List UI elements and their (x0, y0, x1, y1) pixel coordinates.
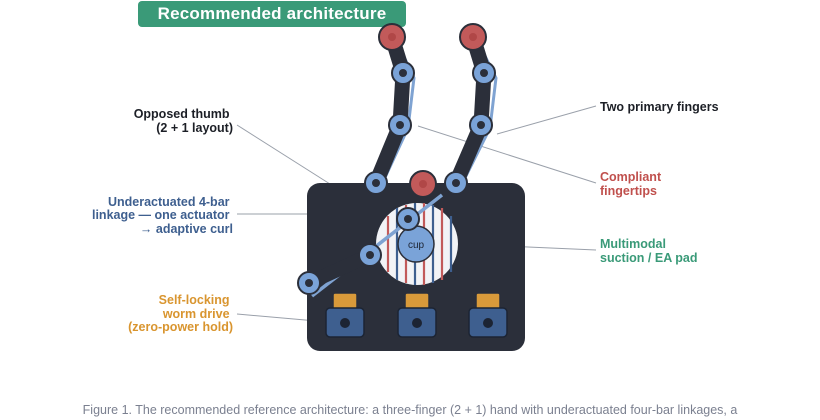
label-two-primary-fingers: Two primary fingers (600, 100, 719, 114)
worm-motor-shaft (412, 318, 422, 328)
right-joint-middle-pin (477, 121, 485, 129)
worm-drive-center (397, 292, 437, 338)
label-compliant-fingertips: Compliant fingertips (600, 170, 665, 198)
worm-gear (475, 292, 501, 310)
label-self-locking-worm: Self-locking worm drive (zero-power hold… (128, 293, 233, 334)
title-badge: Recommended architecture (138, 1, 406, 27)
worm-motor-shaft (483, 318, 493, 328)
thumb (297, 170, 444, 298)
label-opposed-thumb: Opposed thumb (2 + 1 layout) (134, 107, 233, 135)
leader-two-primary (496, 105, 597, 135)
thumb-fingertip-center (419, 180, 427, 188)
thumb-joint-middle-pin (366, 251, 374, 259)
suction-cup-label: cup (408, 240, 425, 251)
hand-diagram: cup Opposed thumb ( (92, 23, 719, 351)
left-joint-middle-pin (396, 121, 404, 129)
leader-opposed-thumb (236, 124, 331, 185)
left-joint-base-pin (372, 179, 380, 187)
diagram-title: Recommended architecture (157, 4, 387, 23)
right-joint-base-pin (452, 179, 460, 187)
figure-caption: Figure 1. The recommended reference arch… (82, 403, 738, 417)
worm-gear (404, 292, 430, 310)
right-fingertip-center (469, 33, 477, 41)
worm-drives (325, 292, 508, 338)
worm-drive-left (325, 292, 365, 338)
label-underactuated-linkage: Underactuated 4-bar linkage — one actuat… (92, 195, 233, 236)
worm-gear (332, 292, 358, 310)
right-finger (444, 23, 498, 195)
right-joint-distal-pin (480, 69, 488, 77)
left-finger (364, 23, 416, 195)
label-multimodal-pad: Multimodal suction / EA pad (600, 237, 697, 265)
thumb-joint-upper-pin (404, 215, 412, 223)
leader-compliant (417, 125, 597, 184)
worm-drive-right (468, 292, 508, 338)
worm-motor-shaft (340, 318, 350, 328)
left-fingertip-center (388, 33, 396, 41)
right-finger-segments (448, 29, 492, 191)
left-joint-distal-pin (399, 69, 407, 77)
multimodal-pad: cup (374, 201, 460, 287)
thumb-joint-base-pin (305, 279, 313, 287)
left-finger-segments (368, 29, 411, 191)
